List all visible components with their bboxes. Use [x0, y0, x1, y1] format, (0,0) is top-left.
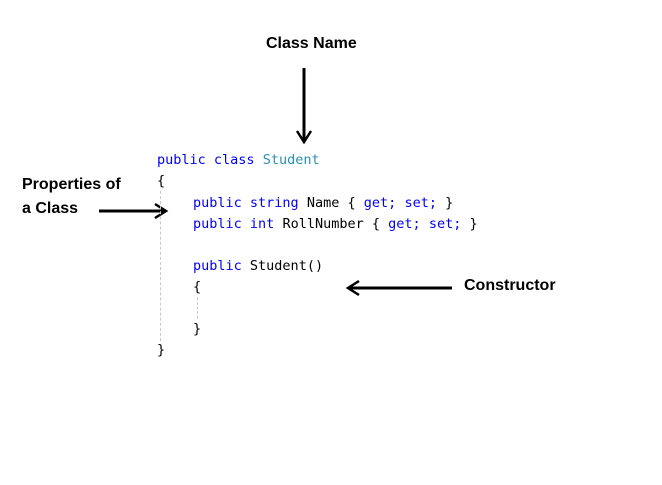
- code-line-constructor-close: }: [193, 319, 201, 340]
- constructor-label: Constructor: [464, 277, 556, 294]
- keyword-public: public: [193, 195, 242, 211]
- constructor-indent-guide: [197, 297, 198, 319]
- brace: }: [157, 342, 166, 358]
- keyword-public: public: [157, 152, 206, 168]
- class-name: Student: [262, 152, 320, 168]
- keyword-public: public: [193, 258, 242, 274]
- brace: }: [193, 321, 202, 337]
- keyword-get: get;: [363, 195, 397, 211]
- brace: {: [371, 216, 381, 232]
- keyword-class: class: [213, 152, 255, 168]
- class-name-arrow: [295, 68, 313, 145]
- code-line-constructor: public Student(): [193, 256, 323, 277]
- brace: }: [469, 216, 478, 232]
- brace: }: [445, 195, 454, 211]
- brace: {: [193, 279, 202, 295]
- brace: {: [347, 195, 356, 211]
- code-line-rollnumber-property: public int RollNumber { get; set; }: [193, 214, 478, 235]
- keyword-int: int: [249, 216, 275, 232]
- properties-label-line2: a Class: [22, 200, 79, 217]
- code-line-open-brace: {: [157, 171, 165, 192]
- brace: {: [157, 173, 166, 189]
- properties-arrow: [99, 202, 169, 220]
- class-indent-guide: [160, 191, 161, 341]
- code-line-constructor-open: {: [193, 277, 201, 298]
- keyword-set: set;: [404, 195, 437, 211]
- property-name: RollNumber: [282, 216, 364, 232]
- code-line-name-property: public string Name { get; set; }: [193, 193, 453, 214]
- property-name: Name: [306, 195, 340, 211]
- keyword-set: set;: [428, 216, 462, 232]
- keyword-get: get;: [388, 216, 421, 232]
- code-line-class-close: }: [157, 340, 165, 361]
- keyword-public: public: [193, 216, 242, 232]
- keyword-string: string: [249, 195, 299, 211]
- properties-label-line1: Properties of: [22, 176, 121, 193]
- constructor-signature: Student(): [249, 258, 324, 274]
- constructor-arrow: [345, 279, 452, 297]
- class-name-label: Class Name: [266, 35, 357, 52]
- code-line-class-declaration: public class Student: [157, 150, 320, 171]
